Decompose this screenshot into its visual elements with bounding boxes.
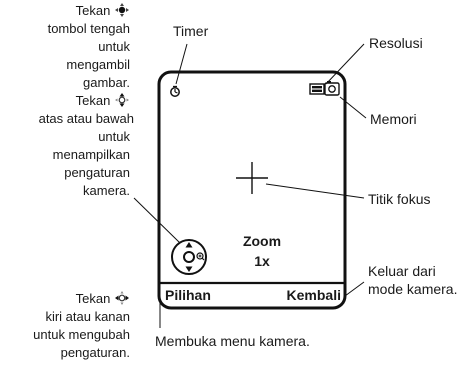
- center-line-4: gambar.: [83, 75, 130, 90]
- timer-callout-line: [175, 43, 188, 85]
- exit-callout-line-2: mode kamera.: [368, 281, 458, 297]
- updown-key-instruction: Tekan atas atau bawah untuk menampilkan …: [39, 92, 134, 200]
- updown-line-4: pengaturan: [64, 165, 130, 180]
- timer-icon: [170, 85, 180, 97]
- nav-callout-line: [133, 197, 181, 244]
- updown-line-3: menampilkan: [52, 147, 130, 162]
- focus-callout-line: [265, 183, 365, 199]
- phone-screen-frame: [157, 70, 347, 310]
- resolution-icon: [309, 83, 325, 95]
- updown-line-2: untuk: [98, 129, 130, 144]
- focus-callout-label: Titik fokus: [368, 191, 431, 207]
- open-menu-callout-label: Membuka menu kamera.: [155, 333, 310, 349]
- screen-nav-key-icon: [171, 239, 207, 275]
- softkey-back[interactable]: Kembali: [286, 287, 341, 303]
- timer-callout-label: Timer: [173, 23, 209, 39]
- leftright-press-label: Tekan: [75, 291, 111, 306]
- resolution-callout-line: [325, 43, 365, 85]
- updown-line-1: atas atau bawah: [38, 111, 134, 126]
- exit-callout-line-1: Keluar dari: [368, 263, 436, 279]
- memory-callout-line: [339, 96, 367, 119]
- center-line-3: mengambil: [66, 57, 130, 72]
- zoom-label: Zoom: [242, 233, 282, 249]
- nav-key-updown-icon: [115, 93, 129, 107]
- center-press-label: Tekan: [75, 3, 111, 18]
- softkey-options[interactable]: Pilihan: [165, 287, 211, 303]
- nav-key-center-icon: [115, 3, 129, 17]
- leftright-line-1: kiri atau kanan: [45, 309, 130, 324]
- leftright-key-instruction: Tekan kiri atau kanan untuk mengubah pen…: [33, 290, 130, 362]
- updown-line-5: kamera.: [83, 183, 130, 198]
- resolution-callout-label: Resolusi: [369, 35, 423, 51]
- nav-key-leftright-icon: [115, 291, 129, 305]
- exit-callout-line: [344, 281, 365, 297]
- center-line-1: tombol tengah: [47, 21, 130, 36]
- leftright-line-3: pengaturan.: [60, 345, 130, 360]
- memory-callout-label: Memori: [370, 111, 417, 127]
- updown-press-label: Tekan: [75, 93, 111, 108]
- memory-icon: [324, 81, 340, 96]
- leftright-line-2: untuk mengubah: [33, 327, 130, 342]
- exit-callout-label: Keluar dari mode kamera.: [368, 262, 457, 298]
- center-key-instruction: Tekan tombol tengah untuk mengambil gamb…: [48, 2, 130, 92]
- center-line-2: untuk: [98, 39, 130, 54]
- zoom-value: 1x: [254, 253, 270, 269]
